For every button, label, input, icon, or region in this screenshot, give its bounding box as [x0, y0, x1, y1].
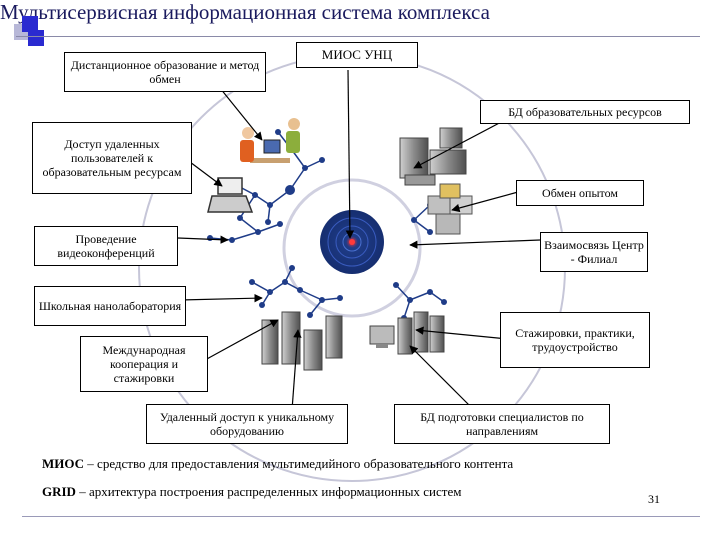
title-accent-square-dark — [22, 16, 38, 32]
footnote-text: – средство для предоставления мультимеди… — [84, 456, 514, 471]
label-distance-learning: Дистанционное образование и метод обмен — [64, 52, 266, 92]
page-number: 31 — [648, 492, 660, 506]
label-unique-equipment: Удаленный доступ к уникальному оборудова… — [146, 404, 348, 444]
laptop-icon — [207, 177, 254, 213]
server-stack-icon — [399, 127, 467, 186]
label-center-mios: МИОС УНЦ — [296, 42, 418, 68]
footnote-term: GRID — [42, 484, 76, 499]
title-accent-square-2 — [28, 30, 44, 46]
title-underline — [16, 36, 700, 37]
label-db-specialists: БД подготовки специалистов по направлени… — [394, 404, 610, 444]
people-icon — [240, 118, 300, 163]
footnote-term: МИОС — [42, 456, 85, 471]
footnote-text: – архитектура построения распределенных … — [75, 484, 462, 499]
footnote-mios: МИОС – средство для предоставления мульт… — [42, 456, 513, 472]
label-center-branch: Взаимосвязь Центр - Филиал — [540, 232, 648, 272]
page-title: Мультисервисная информационная система к… — [0, 0, 490, 24]
footer-line — [22, 516, 700, 517]
label-international-cooperation: Международная кооперация и стажировки — [80, 336, 208, 392]
central-hub — [320, 210, 384, 274]
label-remote-access: Доступ удаленных пользователей к образов… — [32, 122, 192, 194]
inner-ring — [282, 178, 422, 318]
workstations-icon — [369, 311, 445, 355]
label-experience-exchange: Обмен опытом — [516, 180, 644, 206]
footnote-grid: GRID – архитектура построения распределе… — [42, 484, 461, 500]
label-db-resources: БД образовательных ресурсов — [480, 100, 690, 124]
server-towers-icon — [261, 311, 343, 371]
label-internships: Стажировки, практики, трудоустройство — [500, 312, 650, 368]
label-school-nanolab: Школьная нанолаборатория — [34, 286, 186, 326]
storage-cubes-icon — [427, 183, 473, 235]
connector-lines — [177, 69, 541, 411]
label-videoconference: Проведение видеоконференций — [34, 226, 178, 266]
